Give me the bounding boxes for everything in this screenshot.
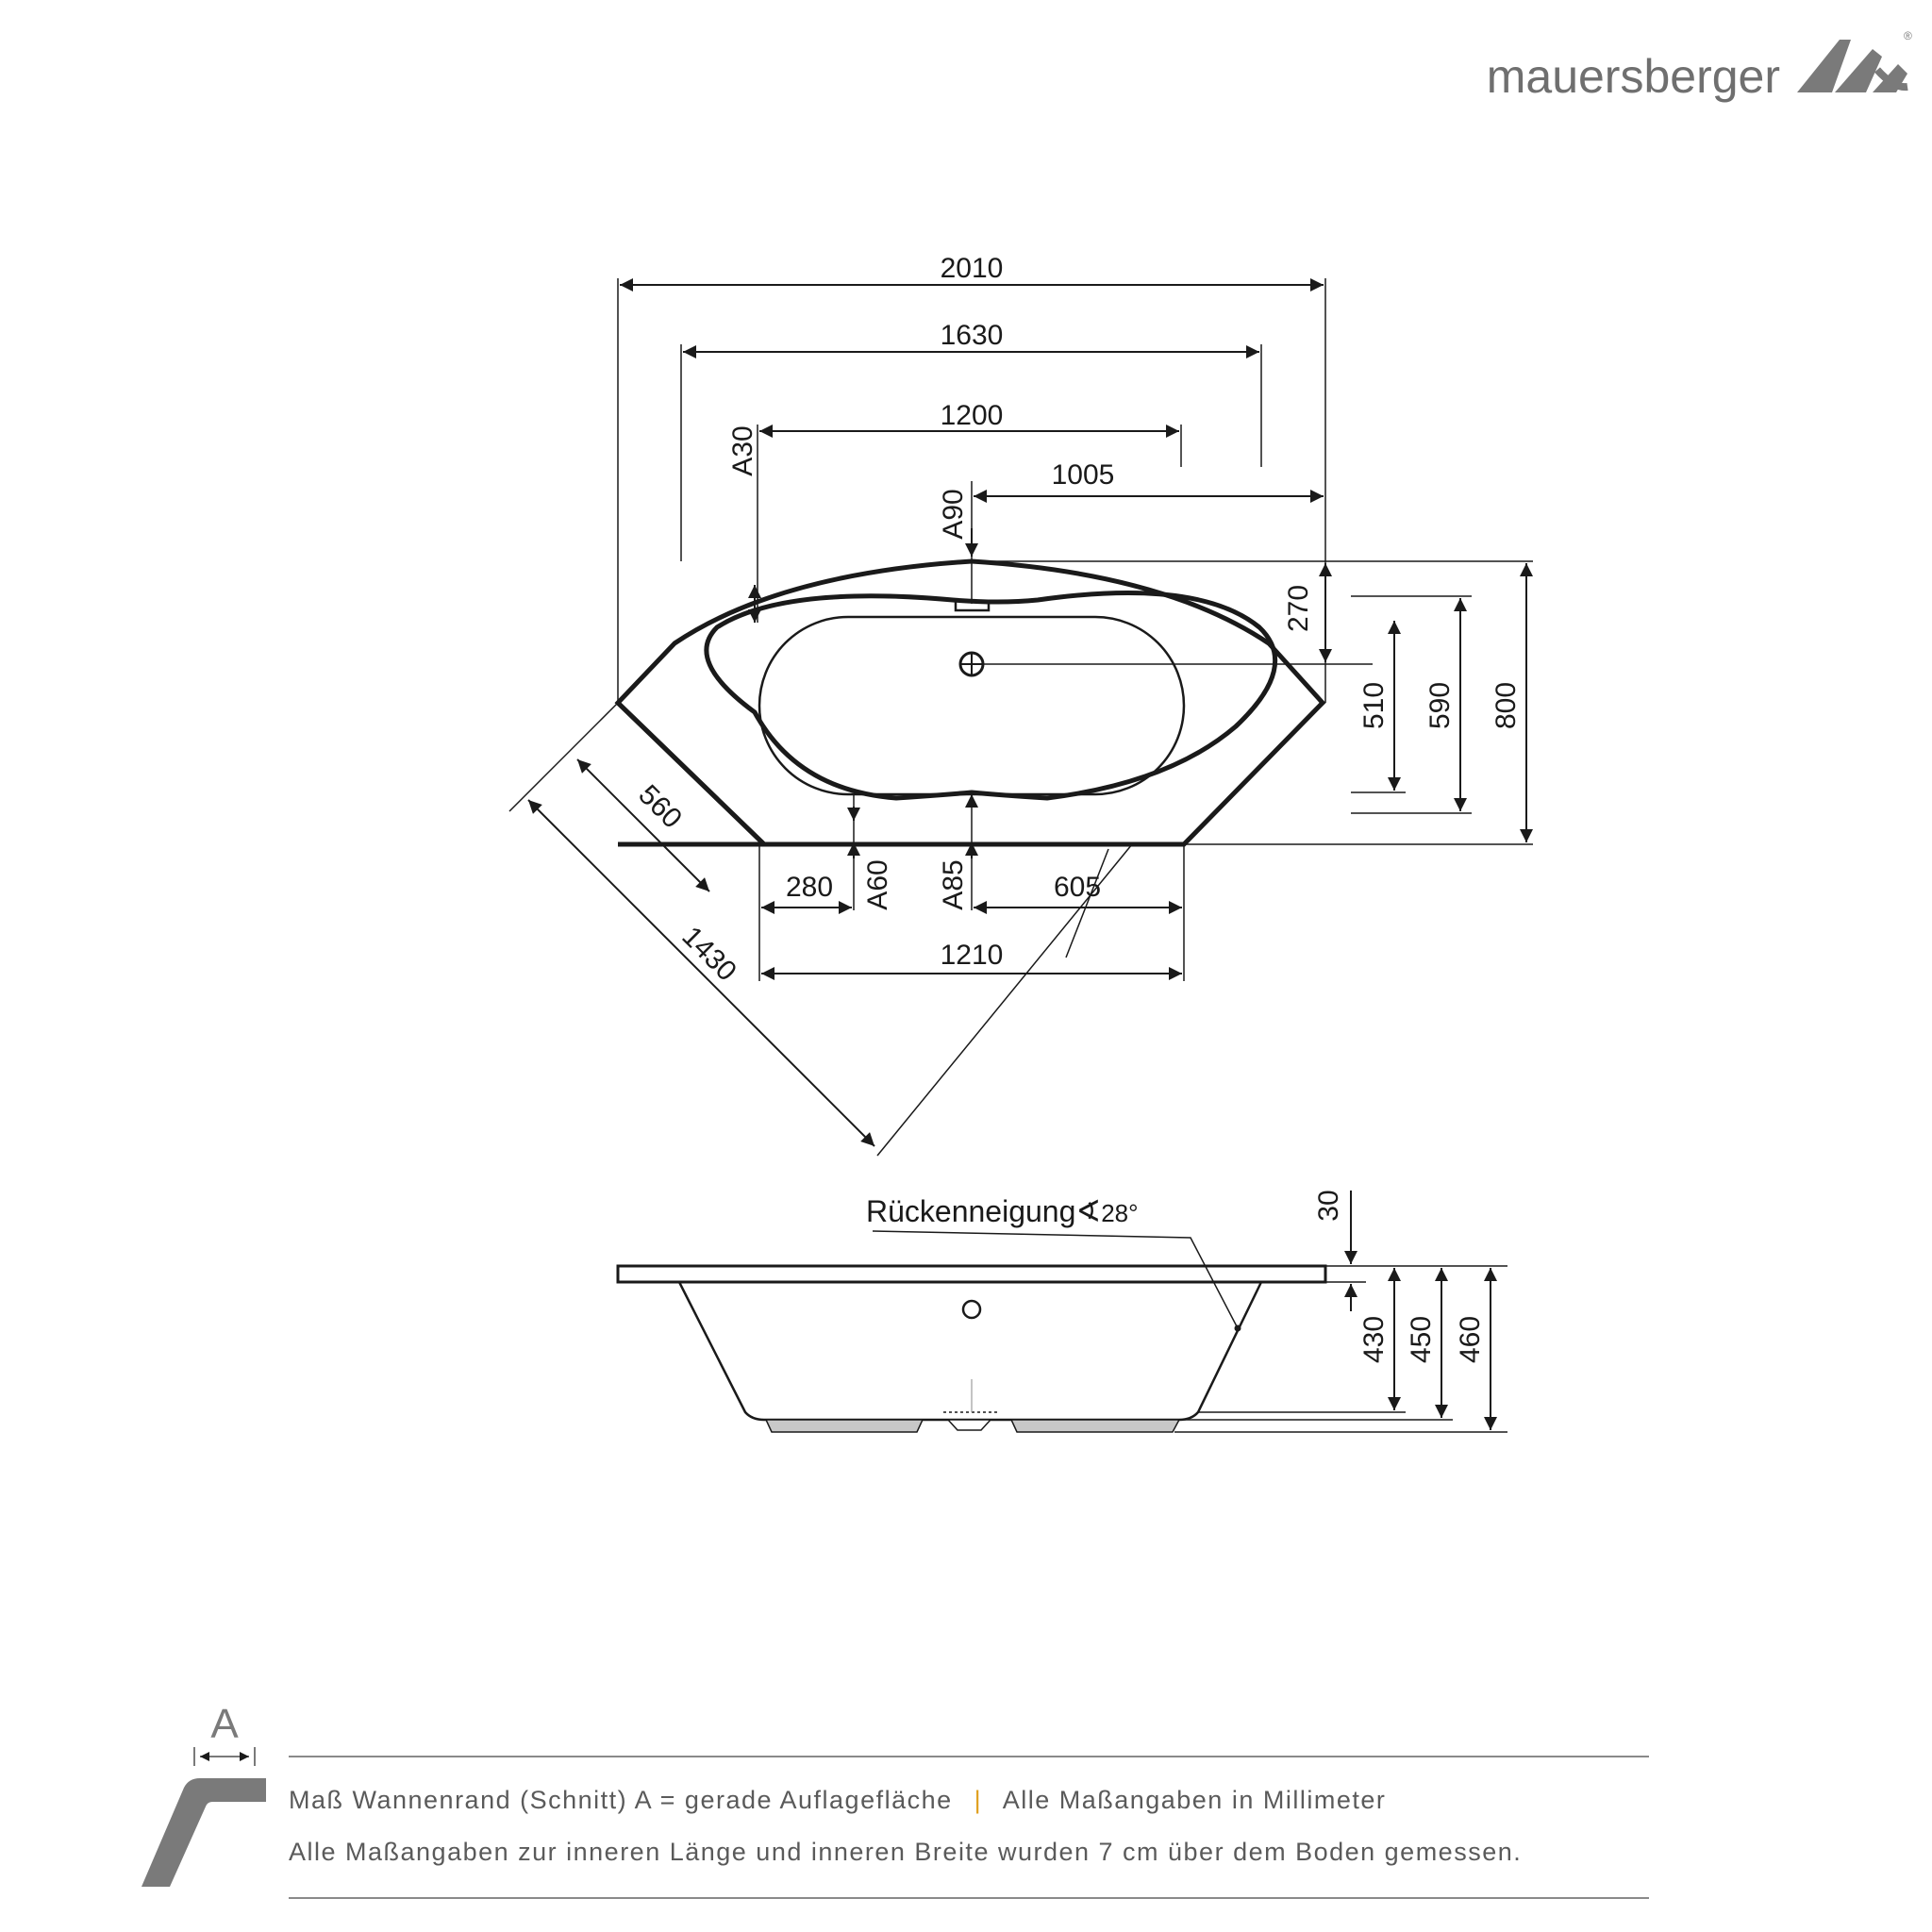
dim-1200: 1200 bbox=[941, 400, 1004, 431]
dimension-lines bbox=[527, 278, 1533, 1147]
footer-units-note: Alle Maßangaben in Millimeter bbox=[1003, 1786, 1387, 1814]
top-view bbox=[508, 278, 1533, 1157]
dim-430: 430 bbox=[1358, 1316, 1390, 1363]
dim-1005: 1005 bbox=[1052, 459, 1115, 491]
dim-560: 560 bbox=[632, 779, 688, 835]
registered-mark: ® bbox=[1904, 29, 1912, 42]
dim-510: 510 bbox=[1358, 682, 1390, 729]
side-view bbox=[616, 1191, 1507, 1433]
dim-450: 450 bbox=[1406, 1316, 1437, 1363]
rim-label-a85: A85 bbox=[938, 859, 969, 909]
rim-profile-icon: A bbox=[142, 1701, 266, 1887]
incline-leader-dot bbox=[1234, 1324, 1241, 1332]
rim-label-a60: A60 bbox=[862, 859, 893, 909]
brand-header: mauersberger ® bbox=[1487, 29, 1912, 103]
footer-rim-note: Maß Wannenrand (Schnitt) A = gerade Aufl… bbox=[289, 1786, 953, 1814]
rim-key-letter: A bbox=[210, 1701, 239, 1747]
tub-feet bbox=[764, 1419, 1181, 1433]
angle-value: 28° bbox=[1101, 1199, 1138, 1227]
tub-basin bbox=[758, 615, 1186, 796]
tub-inner-rim bbox=[704, 591, 1278, 801]
svg-text:Rückenneigung∢28°: Rückenneigung∢28° bbox=[866, 1194, 1139, 1228]
rim-label-a30: A30 bbox=[727, 425, 758, 475]
top-view-dimension-labels: 2010 1630 1200 1005 270 510 590 800 560 … bbox=[632, 253, 1522, 988]
angle-symbol: ∢ bbox=[1075, 1194, 1101, 1228]
footer-separator: | bbox=[974, 1786, 983, 1814]
dim-605: 605 bbox=[1054, 872, 1101, 903]
footer-legend: A Maß Wannenrand (Schnitt) A = gerade Au… bbox=[142, 1701, 1649, 1899]
dim-2010: 2010 bbox=[941, 253, 1004, 284]
dim-1630: 1630 bbox=[941, 320, 1004, 351]
tub-side-rim bbox=[616, 1264, 1327, 1284]
rim-label-a90: A90 bbox=[938, 489, 969, 539]
dim-590: 590 bbox=[1424, 682, 1456, 729]
dim-280: 280 bbox=[786, 872, 833, 903]
incline-leader-line bbox=[872, 1230, 1239, 1329]
brand-name: mauersberger bbox=[1487, 50, 1780, 103]
dim-30: 30 bbox=[1313, 1190, 1344, 1221]
dim-800: 800 bbox=[1491, 682, 1522, 729]
dim-1210: 1210 bbox=[941, 940, 1004, 971]
dim-460: 460 bbox=[1455, 1316, 1486, 1363]
tub-side-body bbox=[677, 1281, 1263, 1422]
side-dimension-lines bbox=[1344, 1191, 1497, 1430]
side-extension-lines bbox=[1174, 1265, 1507, 1433]
footer-measurement-note: Alle Maßangaben zur inneren Länge und in… bbox=[289, 1838, 1522, 1866]
brand-logo-icon bbox=[1797, 40, 1908, 92]
side-overflow-icon bbox=[961, 1299, 982, 1320]
side-view-labels: Rückenneigung∢28° 30 430 450 460 bbox=[866, 1190, 1486, 1363]
back-incline-label: Rückenneigung bbox=[866, 1194, 1075, 1228]
dim-270: 270 bbox=[1283, 585, 1314, 632]
dim-1430: 1430 bbox=[675, 921, 742, 988]
svg-text:Maß Wannenrand (Schnitt) A = g: Maß Wannenrand (Schnitt) A = gerade Aufl… bbox=[289, 1786, 1386, 1814]
